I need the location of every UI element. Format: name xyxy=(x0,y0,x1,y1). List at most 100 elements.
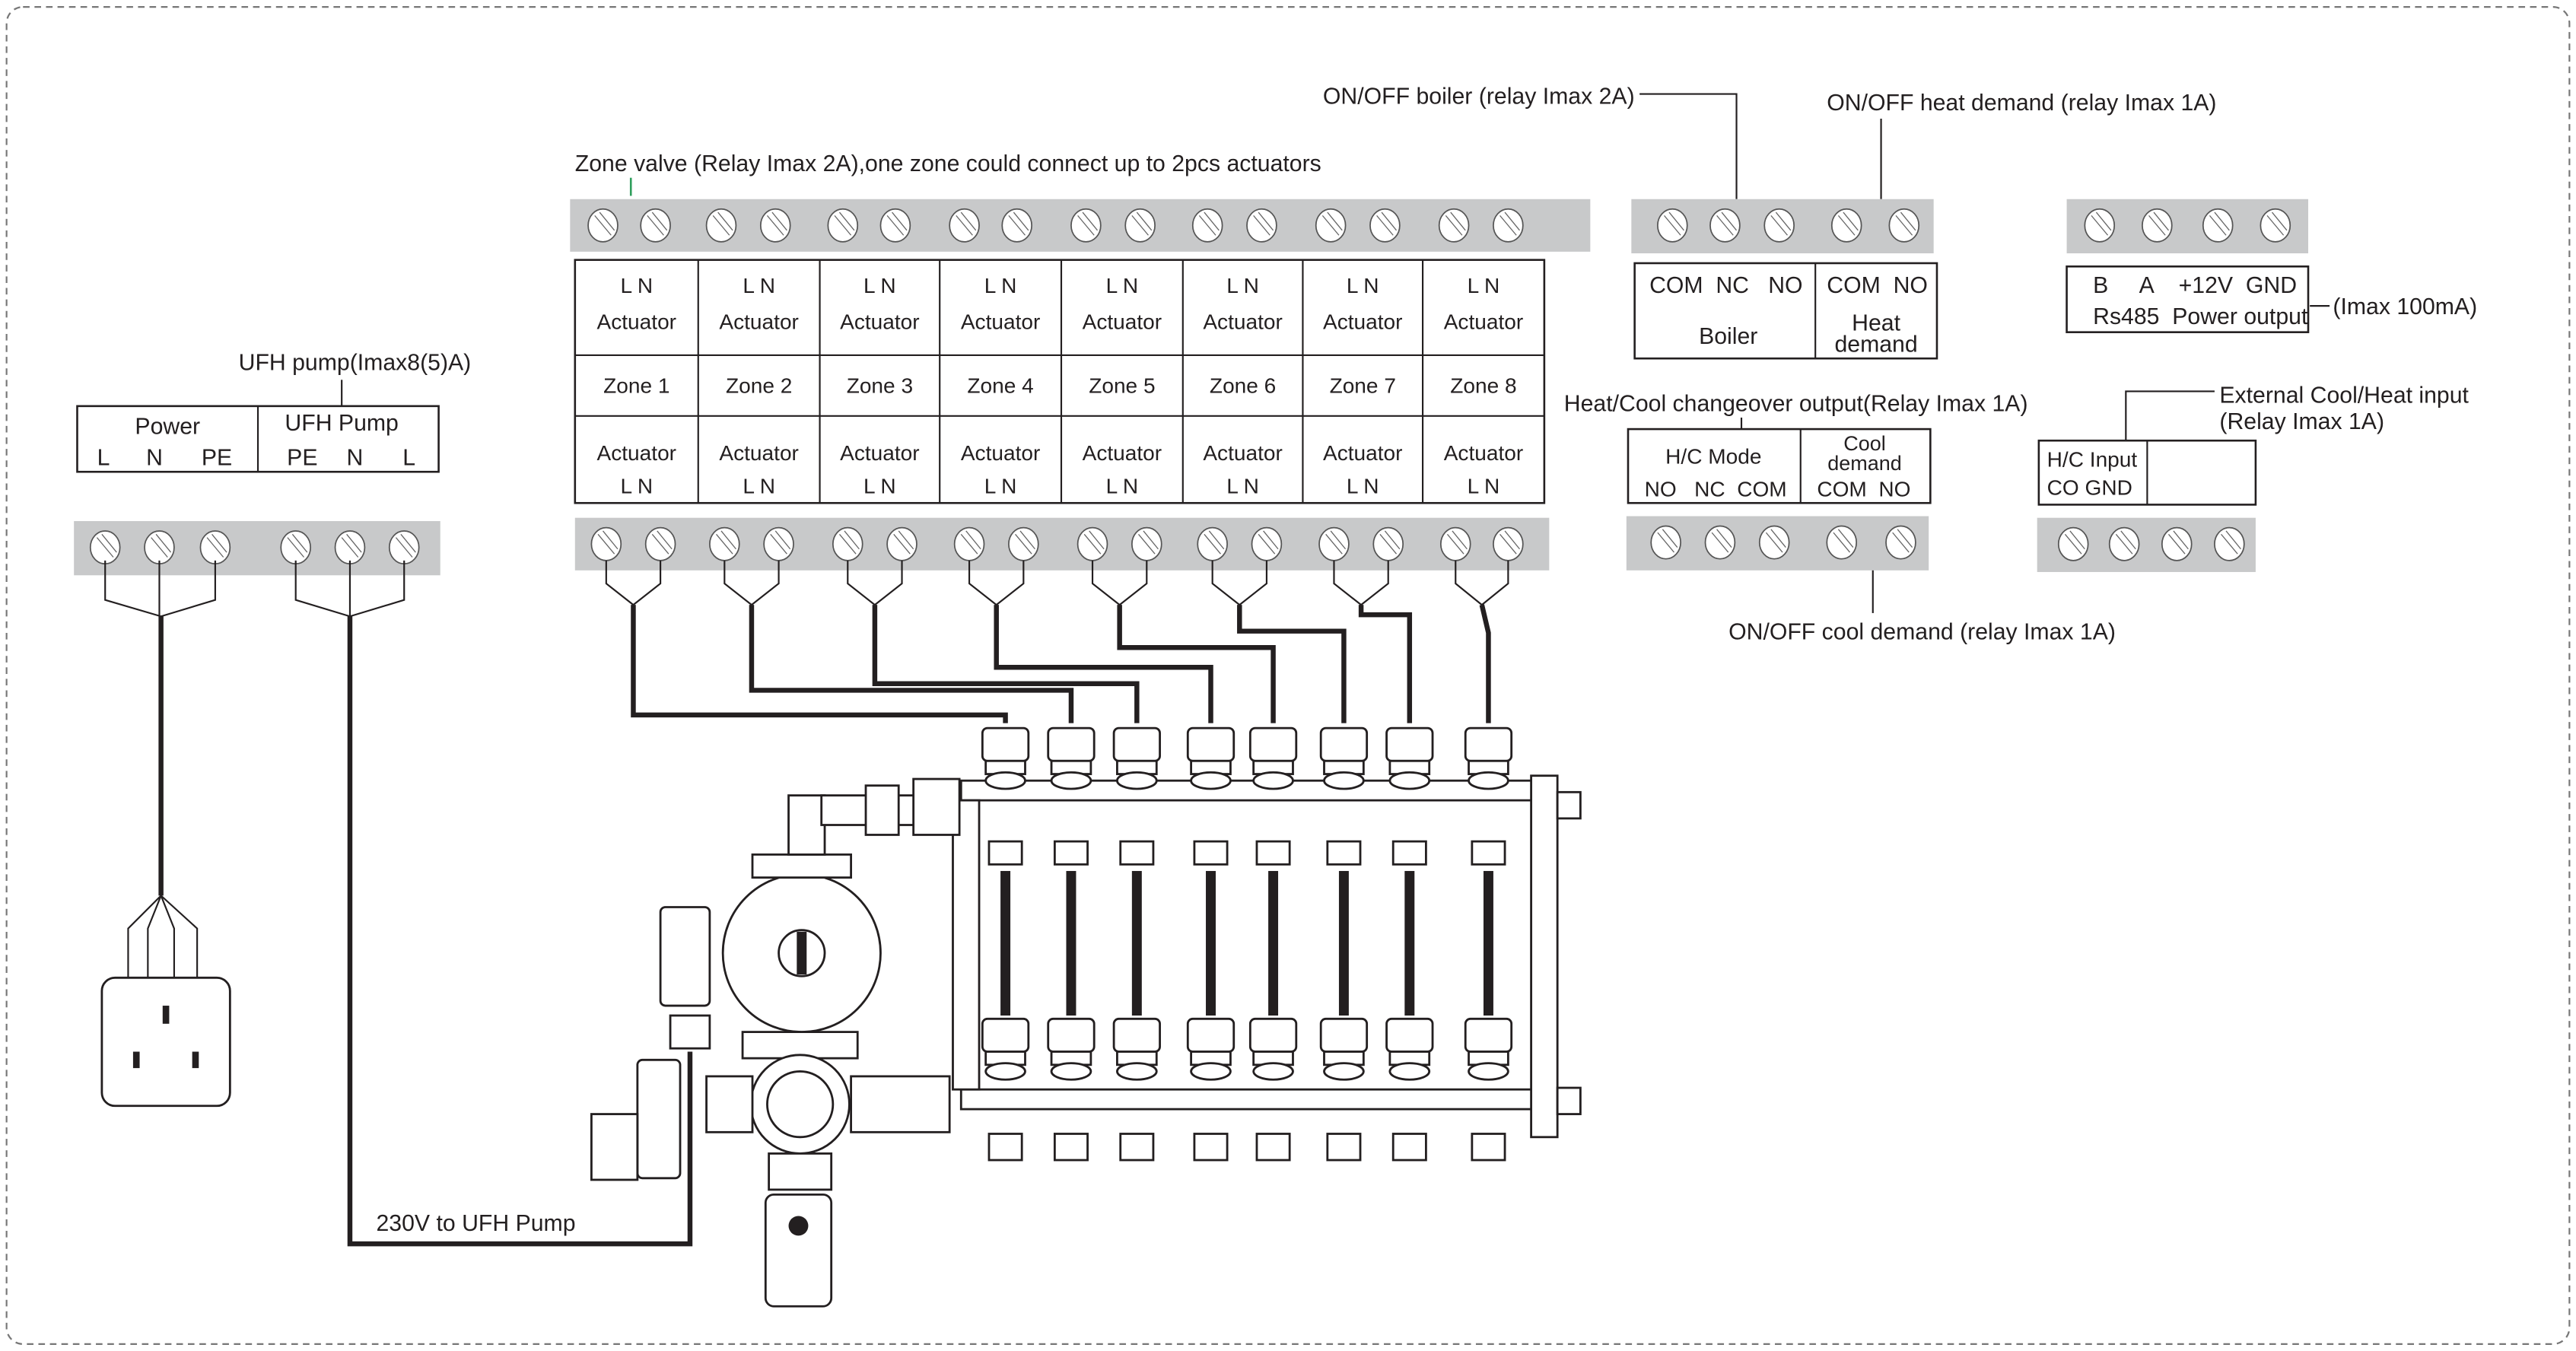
boiler-block: ON/OFF boiler (relay Imax 2A) ON/OFF hea… xyxy=(1323,84,2217,360)
zone-top-actuator-label: Actuator xyxy=(1083,310,1162,333)
actuator-icon xyxy=(1464,726,1513,762)
external-input-caption-2: (Relay Imax 1A) xyxy=(2219,409,2384,434)
zone-bottom-pins: L N xyxy=(743,474,775,497)
actuator-icon xyxy=(1112,1017,1161,1053)
actuator-icon xyxy=(1385,1017,1434,1053)
external-input-block: External Cool/Heat input (Relay Imax 1A)… xyxy=(2037,383,2469,572)
heat-label-2: demand xyxy=(1834,332,1917,358)
cool-pins: COM NO xyxy=(1817,478,1910,501)
actuator-icon xyxy=(1112,726,1161,762)
zone-top-pins: L N xyxy=(984,274,1017,297)
cool-demand-caption: ON/OFF cool demand (relay Imax 1A) xyxy=(1728,619,2116,644)
zone-actuator-wire xyxy=(1237,605,1347,723)
flow-meter-icon xyxy=(1338,870,1349,1016)
pump-pin-n: N xyxy=(347,446,364,471)
zone-label: Zone 5 xyxy=(1089,374,1155,398)
rs485-label: Rs485 Power output xyxy=(2093,304,2308,329)
zone-actuator-wire xyxy=(872,605,1140,723)
zone-label: Zone 6 xyxy=(1210,374,1276,398)
manifold-with-pump xyxy=(590,726,1582,1308)
zone-top-pins: L N xyxy=(1226,274,1259,297)
zone-block: Zone valve (Relay Imax 2A),one zone coul… xyxy=(570,151,1591,723)
zone-label: Zone 4 xyxy=(967,374,1033,398)
zone-actuator-wire xyxy=(631,605,1008,723)
zone-actuator-wire xyxy=(1358,605,1413,723)
power-label: Power xyxy=(135,415,200,440)
actuator-icon xyxy=(1186,726,1236,762)
flow-meter-icon xyxy=(1000,870,1011,1016)
pump-pin-l: L xyxy=(402,446,415,471)
zone-bottom-pins: L N xyxy=(1468,474,1500,497)
boiler-pins: COM NC NO xyxy=(1649,273,1802,298)
zone-top-actuator-label: Actuator xyxy=(719,310,799,333)
thermostat-head-icon xyxy=(764,1193,833,1308)
zone-top-pins: L N xyxy=(863,274,896,297)
actuator-icon xyxy=(1047,1017,1096,1053)
zone-top-actuator-label: Actuator xyxy=(961,310,1041,333)
zone-actuator-wire xyxy=(1117,605,1276,723)
cool-label-2: demand xyxy=(1827,452,1902,475)
pump-pin-pe: PE xyxy=(287,446,317,471)
flow-meter-icon xyxy=(1131,870,1142,1016)
actuator-icon xyxy=(1248,1017,1298,1053)
flow-meter-icon xyxy=(1483,870,1493,1016)
plug-cord xyxy=(127,895,199,978)
rs485-block: B A +12V GND Rs485 Power output (Imax 10… xyxy=(2066,199,2477,333)
zone-top-pins: L N xyxy=(1347,274,1379,297)
zone-bottom-actuator-label: Actuator xyxy=(961,441,1041,465)
heat-demand-caption: ON/OFF heat demand (relay Imax 1A) xyxy=(1827,91,2216,116)
zone-actuator-wire xyxy=(749,605,1074,723)
actuator-icon xyxy=(1464,1017,1513,1053)
zone-top-pins: L N xyxy=(1106,274,1139,297)
actuator-icon xyxy=(1319,1017,1369,1053)
actuator-icon xyxy=(981,726,1030,762)
actuator-icon xyxy=(1248,726,1298,762)
zone-bottom-pins: L N xyxy=(1347,474,1379,497)
rs485-imax-note: (Imax 100mA) xyxy=(2333,294,2477,319)
zone-bottom-actuator-label: Actuator xyxy=(1444,441,1524,465)
zone-bottom-pins: L N xyxy=(620,474,653,497)
zone-top-pins: L N xyxy=(620,274,653,297)
zone-actuator-wire xyxy=(1479,604,1491,723)
zone-label: Zone 1 xyxy=(603,374,669,398)
zone-top-actuator-label: Actuator xyxy=(1444,310,1524,333)
actuator-icon xyxy=(1186,1017,1236,1053)
power-pin-l: L xyxy=(97,446,110,471)
actuator-icon xyxy=(981,1017,1030,1053)
zone-label: Zone 3 xyxy=(847,374,913,398)
rs485-pins: B A +12V GND xyxy=(2093,273,2297,298)
zone-top-actuator-label: Actuator xyxy=(840,310,920,333)
power-pin-pe: PE xyxy=(202,446,232,471)
zone-top-pins: L N xyxy=(1468,274,1500,297)
hc-mode-pins: NO NC COM xyxy=(1645,478,1787,501)
flow-meter-icon xyxy=(1206,870,1216,1016)
zone-bottom-pins: L N xyxy=(863,474,896,497)
zone-top-pins: L N xyxy=(743,274,775,297)
zone-table xyxy=(574,259,1546,504)
hc-mode-label: H/C Mode xyxy=(1665,444,1761,468)
hc-input-pins: CO GND xyxy=(2047,475,2132,499)
power-terminal-strip xyxy=(74,521,440,576)
zone-valve-caption: Zone valve (Relay Imax 2A),one zone coul… xyxy=(575,151,1321,176)
actuator-icon xyxy=(1385,726,1434,762)
actuator-icon xyxy=(1047,726,1096,762)
boiler-label: Boiler xyxy=(1699,324,1757,349)
flow-meter-icon xyxy=(1404,870,1415,1016)
flow-meter-icon xyxy=(1066,870,1077,1016)
zone-actuator-wire xyxy=(994,605,1213,723)
cool-label-1: Cool xyxy=(1843,432,1886,455)
zone-top-actuator-label: Actuator xyxy=(597,310,677,333)
zone-label: Zone 7 xyxy=(1330,374,1396,398)
heat-label-1: Heat xyxy=(1852,311,1900,336)
external-input-caption-1: External Cool/Heat input xyxy=(2219,383,2469,408)
dashed-border xyxy=(5,6,2571,1345)
zone-bottom-actuator-label: Actuator xyxy=(597,441,677,465)
power-pin-n: N xyxy=(146,446,163,471)
pump-label: UFH Pump xyxy=(285,411,398,436)
zone-label: Zone 8 xyxy=(1450,374,1516,398)
zone-bottom-actuator-label: Actuator xyxy=(840,441,920,465)
changeover-block: Heat/Cool changeover output(Relay Imax 1… xyxy=(1564,391,2116,644)
zone-bottom-actuator-label: Actuator xyxy=(1203,441,1283,465)
zone-bottom-pins: L N xyxy=(1226,474,1259,497)
